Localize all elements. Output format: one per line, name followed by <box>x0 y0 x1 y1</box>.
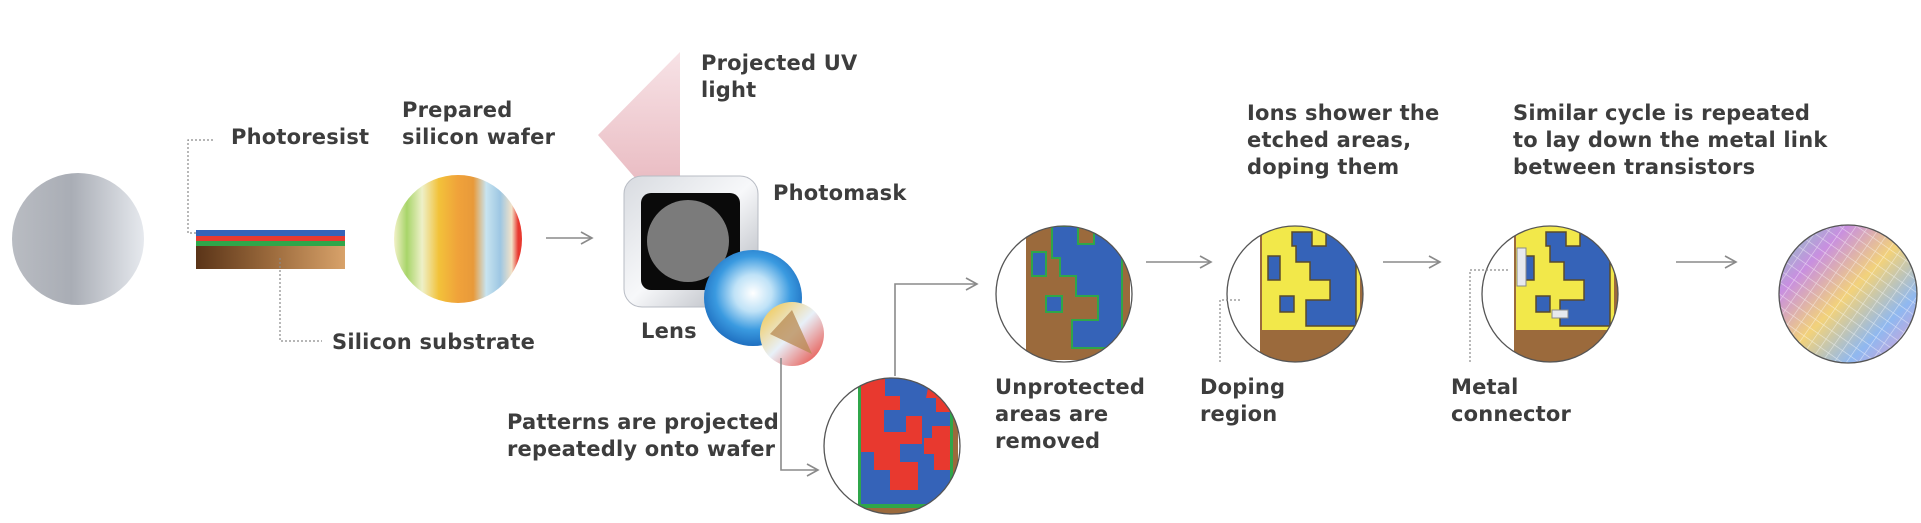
prepared-wafer <box>394 175 522 303</box>
label-unprotected-removed: Unprotected areas are removed <box>995 375 1146 453</box>
metal-leader-line <box>1469 269 1508 362</box>
photomask-disc <box>647 200 729 282</box>
patterned-wafer-outline <box>823 377 961 515</box>
metal-wafer-detail <box>1482 226 1618 362</box>
doped-wafer-outline <box>1226 225 1364 363</box>
label-patterns-projected: Patterns are projected repeatedly onto w… <box>507 410 779 461</box>
label-silicon-substrate: Silicon substrate <box>332 330 536 354</box>
label-ions-shower: Ions shower the etched areas, doping the… <box>1247 101 1440 179</box>
label-similar-cycle: Similar cycle is repeated to lay down th… <box>1513 101 1828 179</box>
finished-wafer <box>1779 225 1917 363</box>
etched-wafer-outline <box>995 225 1133 363</box>
layer-stack <box>196 230 345 269</box>
finished-wafer-outline <box>1778 224 1918 364</box>
blank-wafer <box>12 173 144 305</box>
substrate-leader-line <box>279 258 322 342</box>
photoresist-leader-line <box>187 139 214 234</box>
label-prepared-wafer: Prepared silicon wafer <box>402 98 556 149</box>
doping-leader-line <box>1219 299 1240 362</box>
metal-wafer-outline <box>1481 225 1619 363</box>
label-photoresist: Photoresist <box>231 125 370 149</box>
label-lens: Lens <box>641 319 697 343</box>
label-doping-region: Doping region <box>1200 375 1286 426</box>
arrow-up-to-etched <box>894 277 979 376</box>
label-photomask: Photomask <box>773 181 907 205</box>
patterned-wafer-detail <box>824 378 960 514</box>
doped-wafer-detail <box>1227 226 1363 362</box>
small-wafer-facet <box>770 310 812 354</box>
arrow-down-to-pattern <box>780 358 820 477</box>
etched-wafer-detail <box>996 226 1132 362</box>
label-metal-connector: Metal connector <box>1451 375 1572 426</box>
label-projected-uv: Projected UV light <box>701 51 858 102</box>
